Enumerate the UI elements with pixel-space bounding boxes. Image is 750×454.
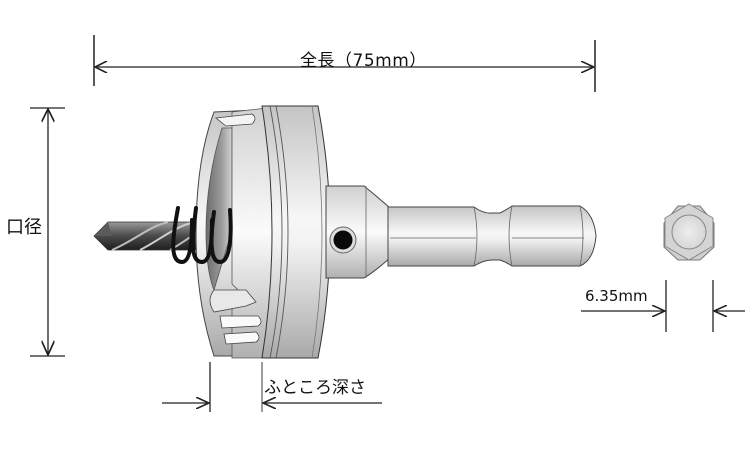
spring bbox=[171, 206, 233, 265]
hex-width-label: 6.35mm bbox=[585, 287, 648, 305]
total-length-label: 全長（75mm） bbox=[300, 51, 427, 71]
diameter-label: 口径 bbox=[6, 217, 42, 238]
hex-width-dimension bbox=[581, 280, 745, 332]
hex-end-view bbox=[663, 203, 715, 261]
cutting-depth-dimension bbox=[162, 362, 382, 412]
cutting-depth-label: ふところ深さ bbox=[264, 378, 366, 398]
arbor-body bbox=[325, 185, 391, 279]
total-length-dimension bbox=[93, 35, 596, 92]
hex-shank bbox=[387, 205, 597, 267]
collar bbox=[261, 105, 331, 359]
diameter-dimension bbox=[30, 107, 65, 357]
